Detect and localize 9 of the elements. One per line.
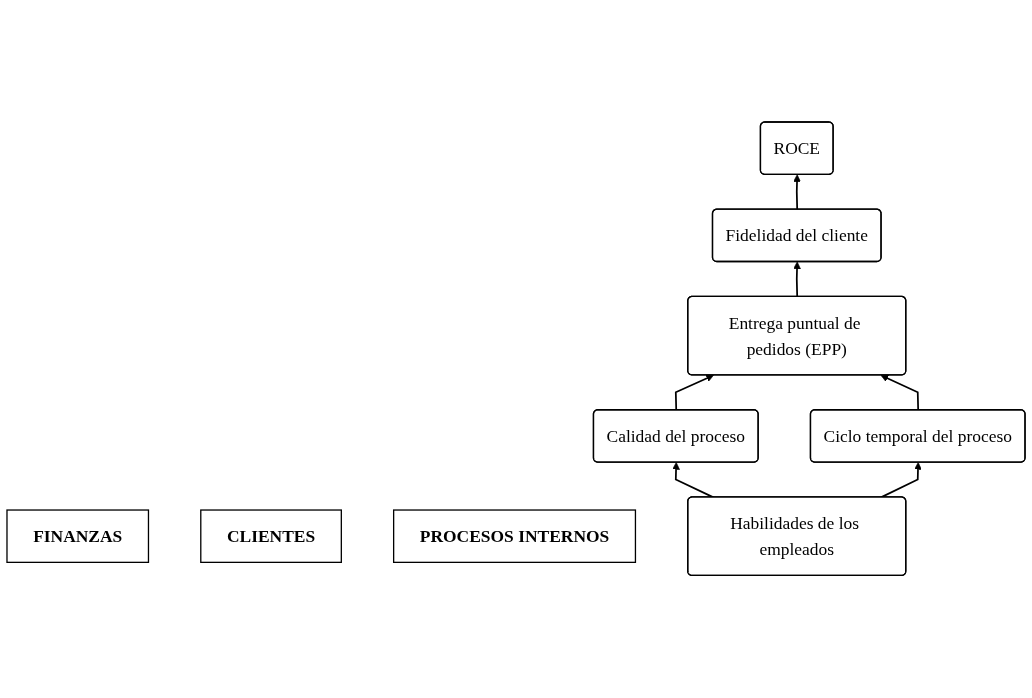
node-box: CLIENTES (200, 509, 342, 564)
arrow (793, 174, 801, 211)
arrow (880, 375, 920, 412)
arrow (674, 374, 714, 412)
node-box: FINANZAS (6, 509, 150, 564)
arrow (793, 261, 801, 298)
arrow (880, 462, 922, 499)
node-box: PROCESOS INTERNOS (393, 509, 637, 564)
arrow (672, 462, 715, 499)
